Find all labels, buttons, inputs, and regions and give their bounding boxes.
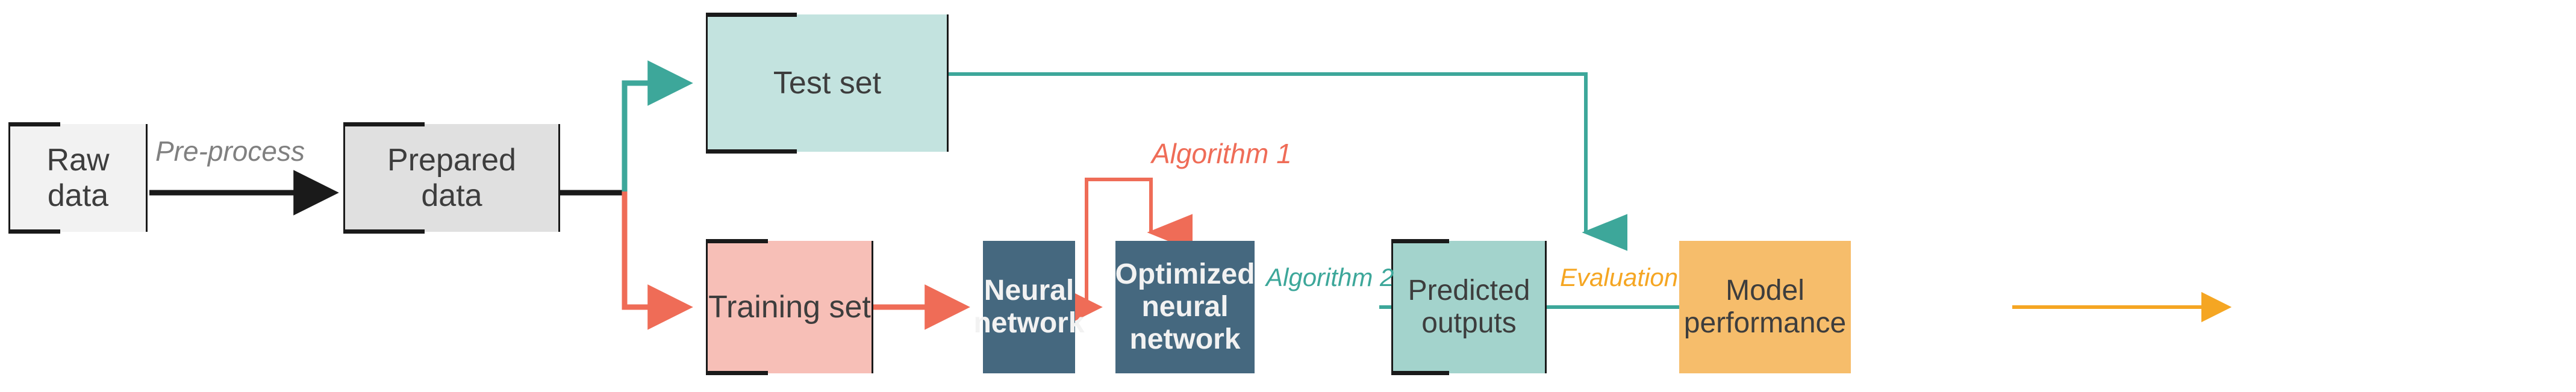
node-prepared-data[interactable]: Prepared data	[343, 122, 560, 234]
node-raw-data[interactable]: Raw data	[8, 122, 148, 234]
node-model-performance[interactable]: Model performance	[1679, 241, 1851, 373]
node-optimized-network-label: Optimized neural network	[1115, 258, 1255, 355]
node-neural-network[interactable]: Neural network	[973, 241, 1085, 373]
edge-label-algorithm-2: Algorithm 2	[1266, 263, 1394, 291]
node-optimized-network[interactable]: Optimized neural network	[1115, 241, 1255, 373]
node-neural-network-label: Neural network	[973, 275, 1085, 339]
node-predicted-outputs-label: Predicted outputs	[1408, 275, 1530, 339]
edge-algorithm-1-feedback	[1085, 178, 1193, 307]
node-test-set[interactable]: Test set	[706, 13, 949, 154]
node-predicted-outputs[interactable]: Predicted outputs	[1391, 239, 1547, 375]
edge-split-to-test-set	[622, 60, 693, 194]
node-model-performance-label: Model performance	[1683, 275, 1847, 339]
node-raw-data-label: Raw data	[46, 143, 110, 213]
edge-label-evaluation: Evaluation	[1560, 263, 1679, 291]
node-test-set-label: Test set	[773, 65, 882, 101]
edge-test-set-to-optimized	[949, 72, 1627, 251]
edge-split-to-training-set	[622, 191, 693, 330]
edge-label-algorithm-1: Algorithm 1	[1152, 138, 1292, 169]
node-prepared-data-label: Prepared data	[387, 143, 516, 213]
edge-label-pre-process: Pre-process	[155, 135, 305, 167]
node-training-set-label: Training set	[708, 289, 871, 325]
node-training-set[interactable]: Training set	[706, 239, 873, 375]
